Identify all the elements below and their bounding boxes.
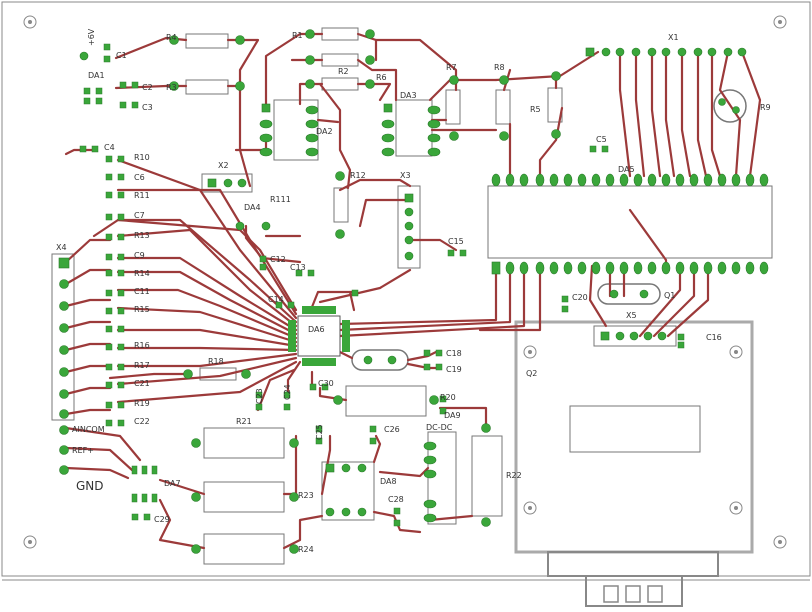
label-dcdc: DC-DC	[426, 423, 453, 432]
label-r20: R20	[440, 393, 456, 402]
label-da4: DA4	[244, 203, 261, 212]
label-da6: DA6	[308, 325, 325, 334]
smd-pads	[79, 43, 685, 527]
label-r5: R5	[530, 105, 541, 114]
db-connector	[547, 551, 719, 577]
label-c9: C9	[134, 251, 145, 260]
label-r13: R13	[134, 231, 150, 240]
pads	[58, 29, 769, 554]
label-x1: X1	[668, 33, 679, 42]
label-c19: C19	[446, 365, 462, 374]
label-r11: R11	[134, 191, 150, 200]
mounting-holes	[23, 15, 787, 549]
label-r111: R111	[270, 195, 291, 204]
label-c2: C2	[142, 83, 153, 92]
label-r18: R18	[208, 357, 224, 366]
label-da3: DA3	[400, 91, 417, 100]
label-c4: C4	[104, 143, 115, 152]
label-r4: R4	[166, 33, 177, 42]
label-vcc: +6V	[87, 28, 96, 46]
label-c16: C16	[706, 333, 722, 342]
component-labels: +6V C1 DA1 C2 C3 R1 R2 R3 R4 R6 R7 R8 R5…	[56, 28, 771, 554]
label-r22: R22	[506, 471, 522, 480]
label-ain2: REF+	[72, 446, 94, 455]
label-r12: R12	[350, 171, 366, 180]
label-r9: R9	[760, 103, 771, 112]
label-q1: Q1	[664, 291, 675, 300]
label-c11: C11	[134, 287, 150, 296]
label-da1: DA1	[88, 71, 105, 80]
resistor-bodies	[51, 27, 677, 565]
label-c14: C14	[268, 295, 284, 304]
label-x2: X2	[218, 161, 229, 170]
label-q2: Q2	[526, 369, 537, 378]
label-gnd: GND	[76, 479, 104, 493]
crystal-q-small	[351, 349, 409, 371]
label-da8: DA8	[380, 477, 397, 486]
da5-body	[487, 185, 773, 259]
label-c6: C6	[134, 173, 145, 182]
label-x4: X4	[56, 243, 67, 252]
label-r16: R16	[134, 341, 150, 350]
label-r1: R1	[292, 31, 303, 40]
label-r7: R7	[446, 63, 457, 72]
label-da7: DA7	[164, 479, 181, 488]
label-c23: C23	[255, 388, 264, 404]
label-da9: DA9	[444, 411, 461, 420]
label-da2: DA2	[316, 127, 333, 136]
label-c7: C7	[134, 211, 145, 220]
label-x5: X5	[626, 311, 637, 320]
label-r10: R10	[134, 153, 150, 162]
label-c28: C28	[388, 495, 404, 504]
label-c1: C1	[116, 51, 127, 60]
label-c30: C30	[318, 379, 334, 388]
label-c20: C20	[572, 293, 588, 302]
label-c15: C15	[448, 237, 464, 246]
db-connector-shell	[585, 575, 683, 607]
label-r8: R8	[494, 63, 505, 72]
label-r2: R2	[338, 67, 349, 76]
label-c24: C24	[283, 384, 292, 400]
label-r14: R14	[134, 269, 150, 278]
label-r23: R23	[298, 491, 314, 500]
label-c21: C21	[134, 379, 150, 388]
label-r3: R3	[166, 83, 177, 92]
trimmer-r9	[713, 89, 747, 123]
label-c3: C3	[142, 103, 153, 112]
crystal-q1	[597, 283, 661, 305]
board-outline	[1, 1, 811, 577]
label-x3: X3	[400, 171, 411, 180]
label-ain: AINCOM	[72, 425, 105, 434]
label-r21: R21	[236, 417, 252, 426]
label-c5: C5	[596, 135, 607, 144]
label-c22: C22	[134, 417, 150, 426]
module-relay	[569, 405, 701, 453]
label-c26: C26	[384, 425, 400, 434]
da6-qfp	[288, 306, 350, 366]
label-c18: C18	[446, 349, 462, 358]
label-r17: R17	[134, 361, 150, 370]
label-r19: R19	[134, 399, 150, 408]
label-r24: R24	[298, 545, 314, 554]
label-c25: C25	[315, 424, 324, 440]
label-r15: R15	[134, 305, 150, 314]
label-c29: C29	[154, 515, 170, 524]
label-c13: C13	[290, 263, 306, 272]
label-c12: C12	[270, 255, 286, 264]
label-da5: DA5	[618, 165, 635, 174]
label-r6: R6	[376, 73, 387, 82]
